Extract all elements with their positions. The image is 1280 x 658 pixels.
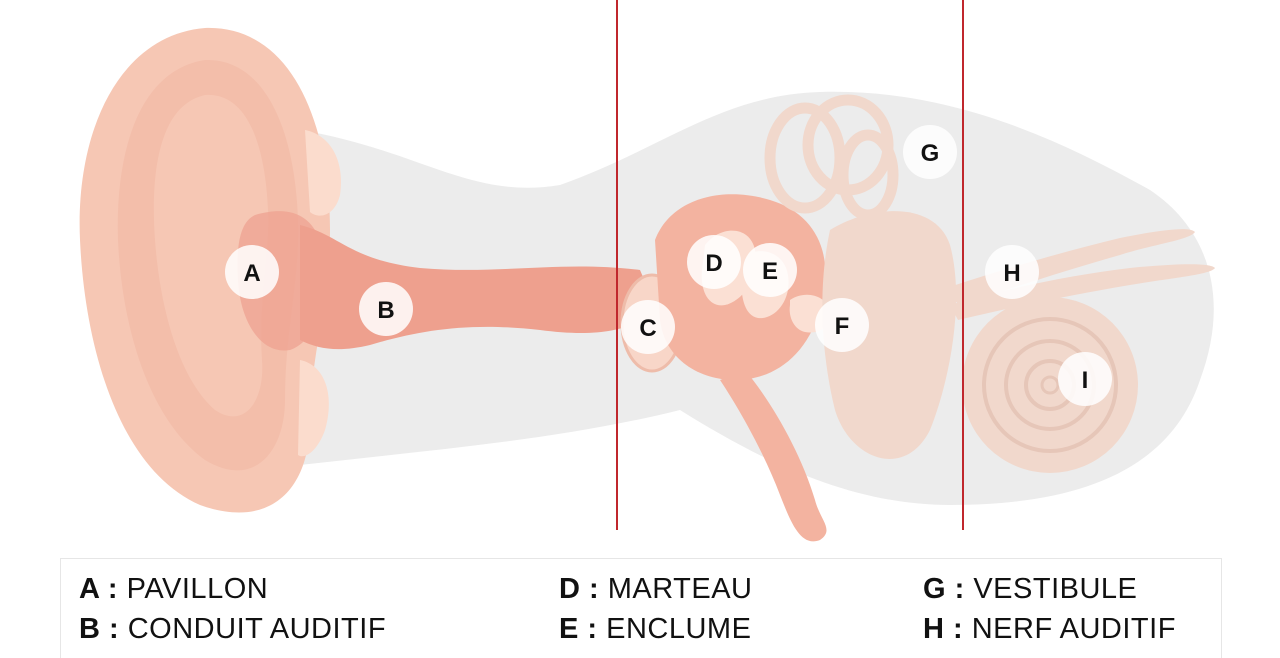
legend-item-g: G : VESTIBULE bbox=[923, 573, 1137, 606]
legend-item-e: E : ENCLUME bbox=[559, 613, 751, 646]
legend-item-d: D : MARTEAU bbox=[559, 573, 753, 606]
legend-separator: : bbox=[100, 613, 128, 645]
marker-label-b: B bbox=[377, 297, 394, 324]
marker-i: I bbox=[1058, 352, 1112, 406]
marker-label-i: I bbox=[1082, 367, 1089, 394]
ear-anatomy-diagram: A B C D E F G H I bbox=[79, 0, 1215, 542]
marker-e: E bbox=[743, 243, 797, 297]
legend-name: VESTIBULE bbox=[973, 573, 1138, 605]
legend-letter: H bbox=[923, 613, 945, 645]
marker-label-h: H bbox=[1003, 260, 1020, 287]
legend-separator: : bbox=[99, 573, 127, 605]
legend-name: NERF AUDITIF bbox=[971, 613, 1176, 645]
marker-label-d: D bbox=[705, 250, 722, 277]
legend-letter: A bbox=[79, 573, 100, 605]
outer-ear bbox=[79, 27, 341, 513]
marker-label-a: A bbox=[243, 260, 260, 287]
marker-label-f: F bbox=[835, 313, 850, 340]
marker-a: A bbox=[225, 245, 279, 299]
marker-d: D bbox=[687, 235, 741, 289]
legend-name: ENCLUME bbox=[606, 613, 752, 645]
marker-label-g: G bbox=[921, 140, 940, 167]
legend-letter: D bbox=[559, 573, 581, 605]
legend-letter: G bbox=[923, 573, 947, 605]
legend-name: PAVILLON bbox=[126, 573, 269, 605]
legend-separator: : bbox=[580, 573, 608, 605]
marker-g: G bbox=[903, 125, 957, 179]
legend-letter: B bbox=[79, 613, 101, 645]
legend-separator: : bbox=[944, 613, 972, 645]
legend-separator: : bbox=[946, 573, 974, 605]
marker-label-e: E bbox=[762, 258, 778, 285]
legend-letter: E bbox=[559, 613, 579, 645]
inner-ear bbox=[764, 94, 1215, 473]
legend-name: MARTEAU bbox=[607, 573, 753, 605]
legend-item-h: H : NERF AUDITIF bbox=[923, 613, 1176, 646]
marker-c: C bbox=[621, 300, 675, 354]
legend-name: CONDUIT AUDITIF bbox=[127, 613, 387, 645]
marker-label-c: C bbox=[639, 315, 656, 342]
marker-h: H bbox=[985, 245, 1039, 299]
legend: A : PAVILLON B : CONDUIT AUDITIF D : MAR… bbox=[60, 558, 1222, 658]
legend-item-a: A : PAVILLON bbox=[79, 573, 268, 606]
legend-item-b: B : CONDUIT AUDITIF bbox=[79, 613, 386, 646]
legend-separator: : bbox=[578, 613, 607, 645]
marker-b: B bbox=[359, 282, 413, 336]
marker-f: F bbox=[815, 298, 869, 352]
